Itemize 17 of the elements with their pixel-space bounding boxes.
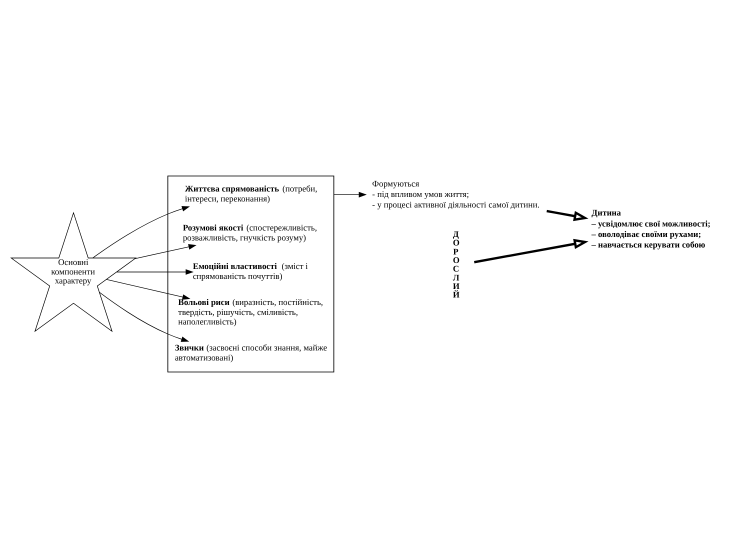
node-text: Розумові якості (спостережливість, розважливість, гнучкість розуму) <box>182 222 318 242</box>
node-text: Життєва спрямованість (потреби, інтереси, переконання) <box>184 183 318 204</box>
node-text: Звички (засвоєні способи знання, майже автоматизовані) <box>174 342 328 362</box>
arrow <box>99 291 190 342</box>
arrow <box>474 238 589 263</box>
node-text: Формуються - під впливом умов життя; - у процесі активної діяльності самої дитини. <box>372 178 540 210</box>
node-text: ДОРОСЛИЙ <box>452 228 460 300</box>
arrow <box>92 206 190 258</box>
arrow <box>106 278 190 300</box>
arrow <box>546 209 588 221</box>
node-text: Дитина – усвідомлює свої можливості; – оволодіває своїми рухами; – навчається керувати собою <box>592 207 710 250</box>
node-text: Емоційні властивості (зміст і спрямованість почуттів) <box>192 260 308 280</box>
arrow <box>334 191 367 197</box>
node-text: Вольові риси (виразність, постійність, твердість, рішучість, сміливість, наполегливість) <box>178 296 324 326</box>
arrow <box>134 244 197 258</box>
arrow <box>116 268 194 274</box>
cluster <box>167 175 334 372</box>
